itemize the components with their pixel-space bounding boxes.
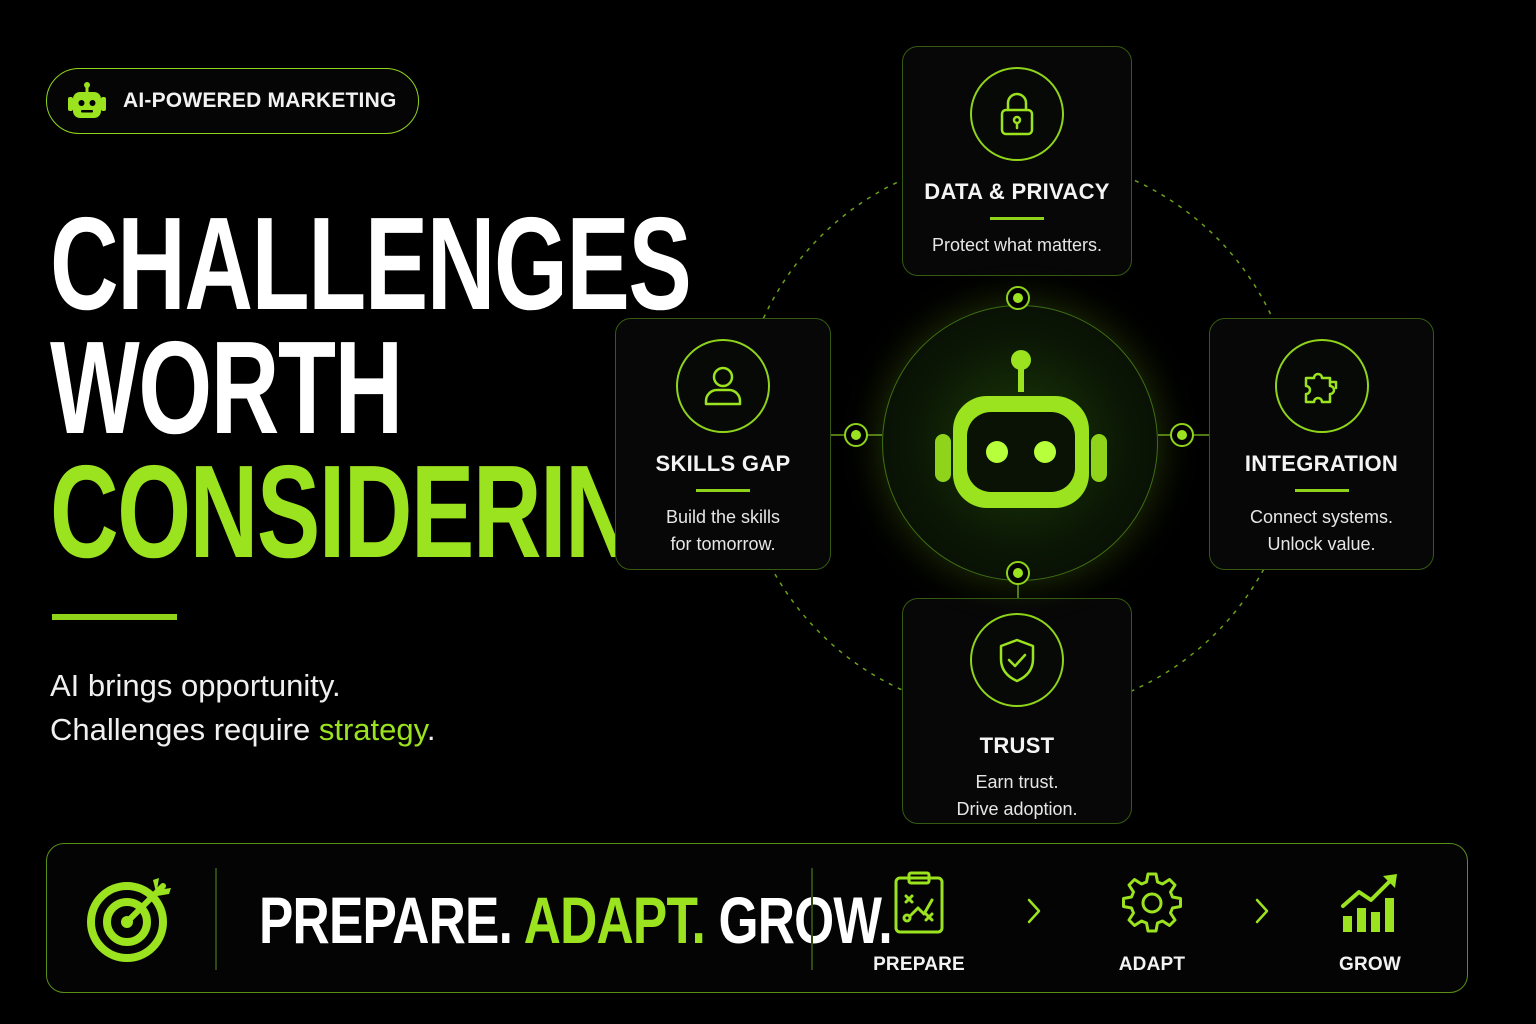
category-badge: AI-POWERED MARKETING: [46, 68, 419, 134]
step-label: GROW: [1338, 954, 1401, 975]
card-text-line: Build the skills: [665, 507, 781, 527]
shield-check-icon: [999, 638, 1035, 683]
headline-line-2: WORTH: [50, 314, 403, 461]
card-trust: TRUST Earn trust. Drive adoption.: [902, 598, 1132, 824]
card-text-line: Drive adoption.: [956, 799, 1078, 819]
robot-icon: [935, 350, 1107, 508]
growth-chart-icon: [1341, 874, 1397, 932]
card-title: INTEGRATION: [1244, 451, 1399, 476]
card-data-privacy: DATA & PRIVACY Protect what matters.: [902, 46, 1132, 276]
step-adapt: ADAPT: [1092, 870, 1212, 976]
card-text-line: for tomorrow.: [670, 534, 776, 554]
chevron-right-icon: [1255, 898, 1269, 924]
subtitle-period: .: [426, 712, 436, 747]
accent-divider: [52, 614, 177, 620]
bar-divider: [215, 868, 217, 970]
connector-dot-top: [1006, 286, 1030, 310]
card-text-line: Protect what matters.: [931, 235, 1103, 255]
user-icon-circle: [676, 339, 770, 433]
robot-icon: [68, 82, 106, 118]
connector-dot-bottom: [1006, 561, 1030, 585]
card-text: Build the skills for tomorrow.: [666, 504, 780, 558]
user-icon: [704, 366, 742, 406]
shield-icon-circle: [970, 613, 1064, 707]
action-bar: PREPARE. ADAPT. GROW. PREPARE ADAPT: [46, 843, 1468, 993]
step-label: ADAPT: [1118, 954, 1186, 975]
card-text-line: Unlock value.: [1267, 534, 1376, 554]
subtitle: AI brings opportunity. Challenges requir…: [50, 664, 435, 752]
puzzle-icon-circle: [1274, 339, 1369, 433]
badge-label: AI-POWERED MARKETING: [123, 89, 397, 112]
card-text: Connect systems. Unlock value.: [1250, 504, 1393, 558]
card-title: TRUST: [979, 733, 1055, 758]
card-rule: [696, 489, 750, 492]
subtitle-highlight: strategy: [318, 712, 427, 747]
card-rule: [990, 217, 1044, 220]
target-icon: [87, 878, 171, 962]
card-skills-gap: SKILLS GAP Build the skills for tomorrow…: [615, 318, 831, 570]
subtitle-line-1: AI brings opportunity.: [50, 668, 341, 703]
subtitle-line-2: Challenges require strategy.: [50, 708, 435, 752]
headline: CHALLENGES WORTH CONSIDERING: [50, 190, 959, 585]
subtitle-line-2-text: Challenges require: [50, 712, 319, 747]
lock-icon: [1000, 92, 1034, 136]
puzzle-icon: [1304, 372, 1337, 404]
card-title: SKILLS GAP: [655, 451, 791, 476]
gear-icon: [1122, 872, 1182, 933]
slogan-adapt: ADAPT.: [523, 883, 706, 957]
card-text: Protect what matters.: [932, 232, 1102, 259]
headline-line-1: CHALLENGES: [50, 190, 692, 337]
step-prepare: PREPARE: [859, 870, 979, 976]
center-robot-orb: [882, 305, 1158, 581]
lock-icon-circle: [970, 67, 1064, 161]
connector-dot-right: [1170, 423, 1194, 447]
step-grow: GROW: [1310, 870, 1430, 976]
step-label: PREPARE: [873, 954, 965, 975]
connector-dot-left: [844, 423, 868, 447]
slogan-prepare: PREPARE.: [259, 883, 513, 957]
card-rule: [1294, 489, 1349, 492]
card-title: DATA & PRIVACY: [924, 179, 1110, 204]
card-integration: INTEGRATION Connect systems. Unlock valu…: [1209, 318, 1434, 570]
slogan-grow: GROW.: [718, 883, 893, 957]
card-text-line: Connect systems.: [1249, 507, 1394, 527]
headline-line-3: CONSIDERING: [50, 438, 706, 585]
card-text: Earn trust. Drive adoption.: [956, 769, 1077, 823]
clipboard-plan-icon: [894, 871, 944, 934]
bar-divider: [811, 868, 813, 970]
bar-slogan: PREPARE. ADAPT. GROW.: [259, 882, 893, 958]
challenges-diagram: DATA & PRIVACY Protect what matters. SKI…: [600, 40, 1460, 840]
chevron-right-icon: [1027, 898, 1041, 924]
card-text-line: Earn trust.: [975, 772, 1059, 792]
